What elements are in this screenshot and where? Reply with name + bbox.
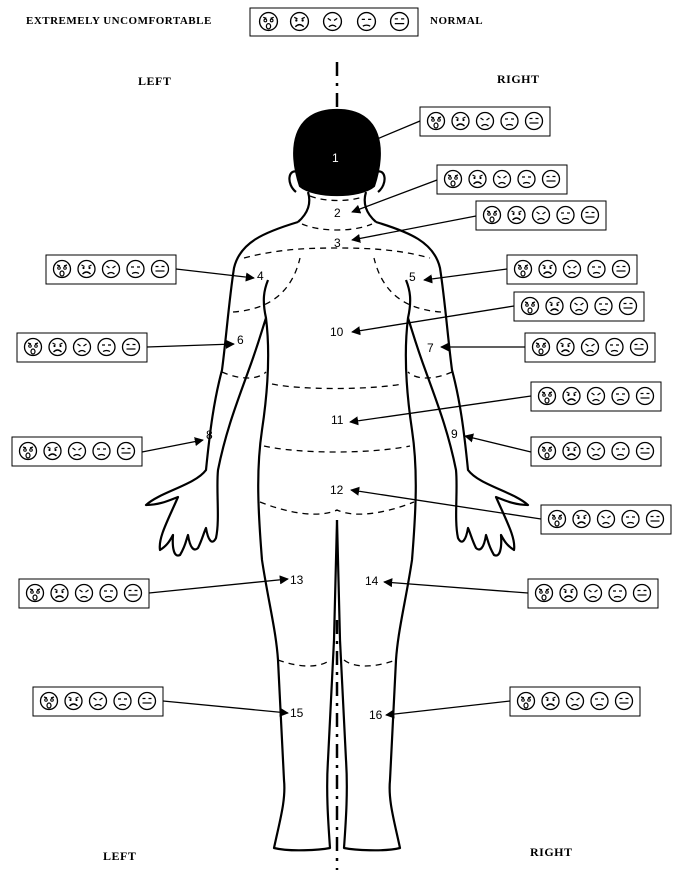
arrow-region-9: [465, 436, 531, 452]
left-body-edge: [146, 222, 337, 850]
arrow-region-10: [352, 306, 514, 332]
header-rating-scale: [250, 8, 418, 36]
region-number-9: 9: [451, 427, 458, 441]
region-number-5: 5: [409, 270, 416, 284]
region-number-1: 1: [332, 151, 339, 165]
region-number-8: 8: [206, 428, 213, 442]
region-number-2: 2: [334, 206, 341, 220]
rating-scale-region-5[interactable]: [507, 255, 637, 284]
region-number-11: 11: [331, 413, 344, 427]
arrow-region-15: [163, 701, 288, 713]
region-number-3: 3: [334, 236, 341, 250]
rating-scale-region-15[interactable]: [33, 687, 163, 716]
region-number-4: 4: [257, 269, 264, 283]
region-numbers: 1 2 3 4 5 6 7 8 9 10 11 12 13 14 15 16: [206, 151, 458, 722]
region-number-12: 12: [330, 483, 344, 497]
region-number-7: 7: [427, 341, 434, 355]
rating-scale-region-4[interactable]: [46, 255, 176, 284]
arrow-region-5: [424, 269, 507, 280]
region-number-16: 16: [369, 708, 383, 722]
region-number-13: 13: [290, 573, 304, 587]
rating-scale-region-13[interactable]: [19, 579, 149, 608]
rating-scale-region-11[interactable]: [531, 382, 661, 411]
arrow-region-6: [147, 344, 234, 347]
neutral-face-icon: [391, 13, 409, 31]
rating-boxes: [12, 107, 671, 716]
rating-scale-region-8[interactable]: [12, 437, 142, 466]
uncomfortable-face-icon: [324, 13, 342, 31]
very-distressed-face-icon: [260, 13, 278, 31]
arrow-region-8: [142, 440, 203, 452]
arrow-region-4: [176, 269, 254, 278]
rating-scale-region-1[interactable]: [420, 107, 550, 136]
slightly-uncomfortable-face-icon: [358, 13, 376, 31]
rating-scale-region-14[interactable]: [528, 579, 658, 608]
region-number-10: 10: [330, 325, 344, 339]
arrow-region-16: [386, 701, 510, 715]
region-number-15: 15: [290, 706, 304, 720]
rating-scale-region-2[interactable]: [437, 165, 567, 194]
region-boundaries: [222, 196, 452, 666]
rating-scale-region-16[interactable]: [510, 687, 640, 716]
region-number-6: 6: [237, 333, 244, 347]
arrow-region-11: [350, 396, 531, 422]
body-outline: [146, 110, 528, 850]
rating-scale-region-12[interactable]: [541, 505, 671, 534]
sad-face-icon: [291, 13, 309, 31]
rating-scale-region-3[interactable]: [476, 201, 606, 230]
rating-scale-region-7[interactable]: [525, 333, 655, 362]
right-body-edge: [337, 222, 528, 850]
rating-scale-region-6[interactable]: [17, 333, 147, 362]
rating-scale-region-10[interactable]: [514, 292, 644, 321]
region-number-14: 14: [365, 574, 379, 588]
rating-scale-region-9[interactable]: [531, 437, 661, 466]
